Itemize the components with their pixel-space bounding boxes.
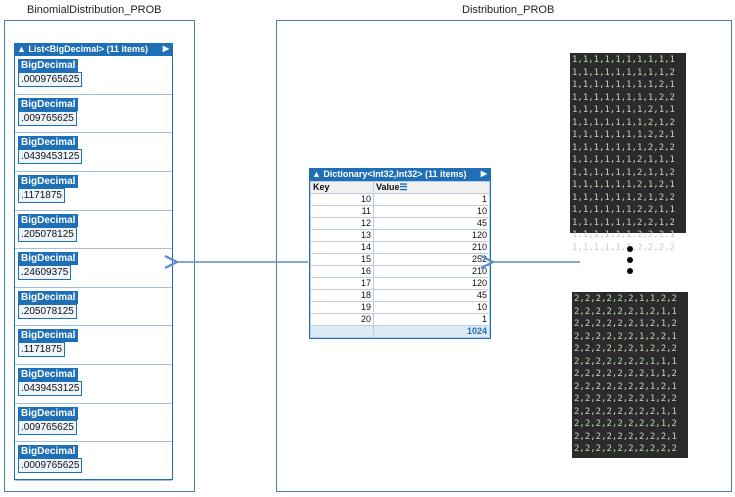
list-item: BigDecimal.0439453125: [15, 365, 172, 404]
ellipsis-dot: [627, 246, 633, 252]
big-decimal-type-label: BigDecimal: [18, 213, 79, 227]
big-decimal-value: .009765625: [18, 419, 77, 435]
big-decimal-type-label: BigDecimal: [18, 252, 79, 266]
total-empty-cell: [310, 325, 374, 338]
big-decimal-type-label: BigDecimal: [18, 290, 79, 304]
ellipsis-dot: [627, 257, 633, 263]
list-item: BigDecimal.205078125: [15, 211, 172, 250]
big-decimal-type-label: BigDecimal: [18, 174, 79, 188]
big-decimal-type-label: BigDecimal: [18, 406, 79, 420]
total-row: 1024: [310, 325, 490, 338]
big-decimal-value: .0439453125: [18, 381, 83, 397]
left-panel-title: BinomialDistribution_PROB: [27, 4, 162, 16]
total-value: 1024: [373, 325, 490, 338]
matrix-bottom-image: 2,2,2,2,2,2,1,1,2,2 2,2,2,2,2,2,1,2,1,1 …: [572, 292, 688, 458]
big-decimal-type-label: BigDecimal: [18, 59, 79, 72]
value-column-header[interactable]: Value☰: [373, 181, 490, 194]
big-decimal-type-label: BigDecimal: [18, 136, 79, 150]
matrix-top-image: 1,1,1,1,1,1,1,1,1,1 1,1,1,1,1,1,1,1,1,2 …: [570, 53, 686, 253]
value-cell: 210: [373, 265, 490, 278]
menu-icon[interactable]: ☰: [399, 182, 408, 192]
big-decimal-value: .1171875: [18, 342, 65, 358]
expand-right-icon[interactable]: ▶: [162, 44, 169, 53]
big-decimal-value: .1171875: [18, 187, 65, 203]
collapse-up-icon[interactable]: ▲: [17, 44, 29, 54]
list-item: BigDecimal.0009765625: [15, 56, 172, 95]
dictionary-header[interactable]: ▲ Dictionary<Int32,Int32> (11 items) ▶: [309, 168, 491, 180]
big-decimal-value: .0009765625: [18, 458, 83, 474]
big-decimal-value: .0009765625: [18, 72, 83, 87]
list-header[interactable]: ▲ List<BigDecimal> (11 items) ▶: [14, 43, 173, 55]
big-decimal-type-label: BigDecimal: [18, 368, 79, 382]
big-decimal-value: .009765625: [18, 110, 77, 126]
list-item: BigDecimal.1171875: [15, 326, 172, 366]
list-item: BigDecimal.205078125: [15, 288, 172, 327]
big-decimal-value: .205078125: [18, 226, 77, 242]
list-item: BigDecimal.0009765625: [15, 442, 172, 481]
big-decimal-value: .205078125: [18, 303, 77, 319]
list-item: BigDecimal.009765625: [15, 404, 172, 443]
list-item: BigDecimal.009765625: [15, 95, 172, 134]
list-header-label: List<BigDecimal> (11 items): [28, 44, 148, 54]
collapse-up-icon[interactable]: ▲: [312, 169, 324, 179]
dictionary-header-label: Dictionary<Int32,Int32> (11 items): [323, 169, 467, 179]
expand-right-icon[interactable]: ▶: [480, 169, 487, 178]
big-decimal-type-label: BigDecimal: [18, 329, 79, 343]
list-item: BigDecimal.0439453125: [15, 133, 172, 172]
big-decimal-type-label: BigDecimal: [18, 445, 79, 459]
value-column-label: Value: [376, 182, 400, 192]
right-panel-title: Distribution_PROB: [462, 4, 555, 16]
list-item: BigDecimal.24609375: [15, 249, 172, 288]
ellipsis-dot: [627, 268, 633, 274]
list-item: BigDecimal.1171875: [15, 172, 172, 211]
big-decimal-value: .0439453125: [18, 149, 83, 165]
big-decimal-value: .24609375: [18, 265, 72, 281]
big-decimal-type-label: BigDecimal: [18, 97, 79, 111]
